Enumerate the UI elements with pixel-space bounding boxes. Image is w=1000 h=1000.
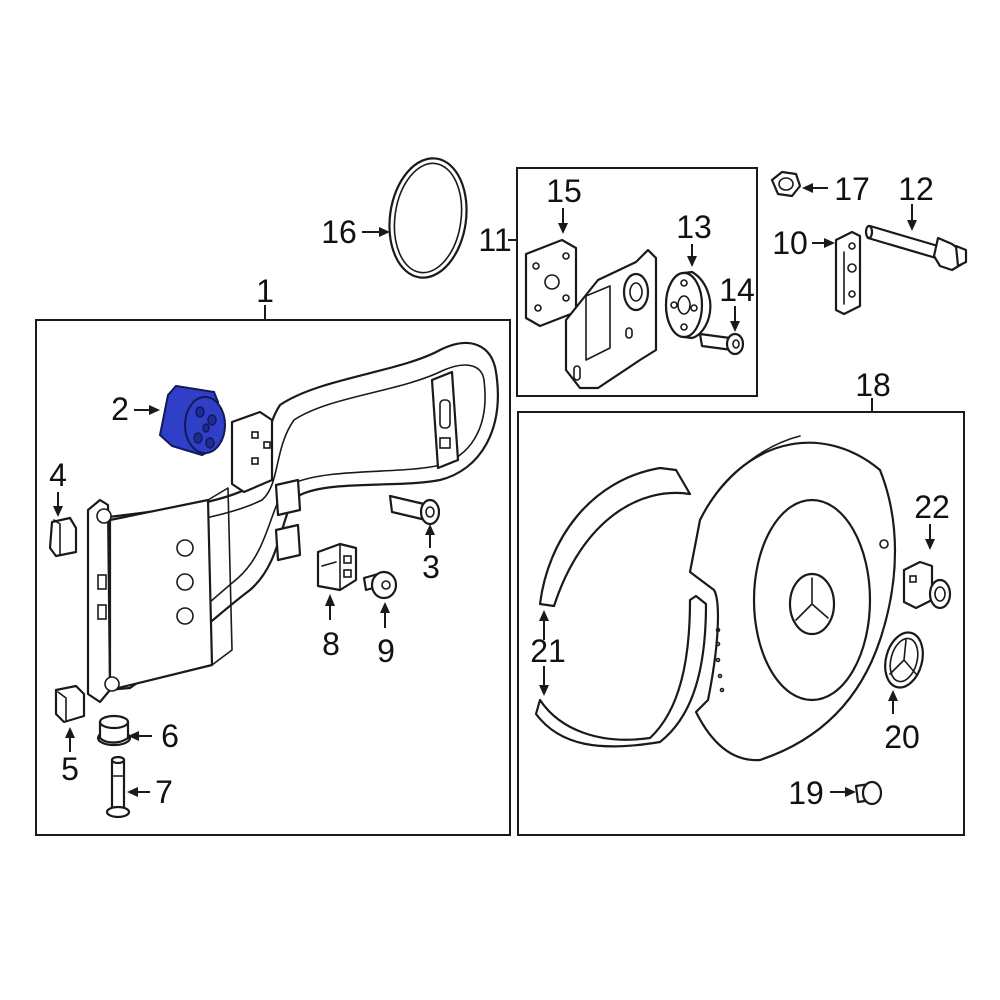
hinge-part-8 [316, 542, 358, 592]
clip-part-5 [54, 684, 86, 724]
callout-17: 17 [834, 171, 870, 207]
callout-5: 5 [61, 751, 79, 787]
callout-10: 10 [772, 225, 808, 261]
callout-4: 4 [49, 457, 67, 493]
spare-wheel-cover-part [688, 435, 897, 762]
callout-9: 9 [377, 633, 395, 669]
group-box-carrier [35, 319, 511, 836]
screw-part-9 [362, 570, 398, 600]
callout-6: 6 [161, 718, 179, 754]
hinge-bracket-part-11 [564, 248, 658, 390]
carrier-frame-part [86, 341, 499, 704]
callout-19: 19 [788, 775, 824, 811]
long-bolt-part-12 [864, 224, 968, 272]
clip-part-4 [48, 516, 78, 558]
callout-21: 21 [530, 633, 566, 669]
cap-part-6 [96, 714, 132, 747]
screw-part-19 [854, 780, 883, 806]
callout-8: 8 [322, 626, 340, 662]
callout-15: 15 [546, 173, 582, 209]
callout-3: 3 [422, 549, 440, 585]
group-box-spare-cover [517, 411, 965, 836]
trim-ring-part-21 [534, 466, 708, 748]
callout-2: 2 [111, 391, 129, 427]
group-box-hinge-plate [516, 167, 758, 397]
bolt-part-14 [698, 332, 745, 356]
callout-22: 22 [914, 489, 950, 525]
callout-13: 13 [676, 209, 712, 245]
callout-11: 11 [478, 222, 511, 258]
lock-part-22 [902, 560, 952, 610]
pin-part-7 [105, 755, 131, 819]
plate-part-15 [524, 238, 578, 328]
bushing-part-13 [664, 270, 712, 340]
bumper-stop-part [158, 384, 226, 457]
callout-1: 1 [256, 273, 274, 309]
callout-16: 16 [321, 214, 357, 250]
callout-12: 12 [898, 171, 934, 207]
callout-7: 7 [155, 774, 173, 810]
emblem-part-20 [884, 631, 924, 689]
nut-part-17 [770, 170, 802, 198]
bolt-part-3 [388, 494, 441, 526]
bracket-part-10 [834, 230, 862, 316]
callout-14: 14 [719, 272, 755, 308]
ring-seal-part [388, 157, 468, 279]
callout-20: 20 [884, 719, 920, 755]
callout-18: 18 [855, 367, 891, 403]
